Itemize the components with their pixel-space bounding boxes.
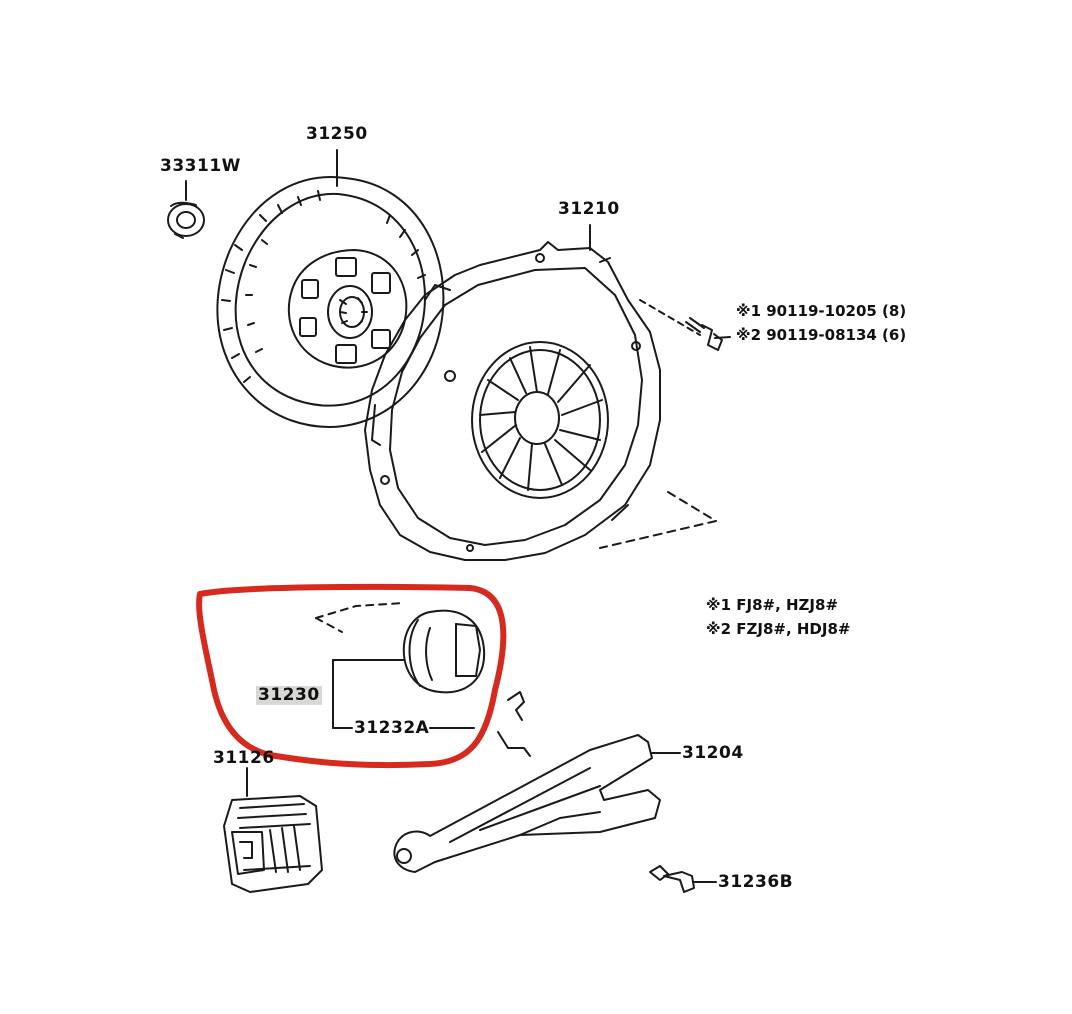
label-31236B: 31236B [718,872,794,892]
legend-note-2: ※2 FZJ8#, HDJ8# [706,620,851,638]
bolt-note-1: ※1 90119-10205 (8) [736,302,907,320]
label-33311W: 33311W [160,156,241,176]
pilot-bearing-drawing [167,180,205,239]
label-31232A: 31232A [354,718,430,738]
bolt-note-2: ※2 90119-08134 (6) [736,326,907,344]
release-fork-drawing [393,734,681,873]
cover-bolt-drawing [685,317,731,351]
clutch-cover-drawing [364,224,717,561]
label-31210: 31210 [558,199,620,219]
label-31126: 31126 [213,748,275,768]
clutch-disc-drawing [216,149,445,428]
label-31230: 31230 [256,685,322,705]
legend-note-1: ※1 FJ8#, HZJ8# [706,596,839,614]
release-bearing-drawing [315,602,531,757]
highlight-circle [196,583,507,769]
label-31250: 31250 [306,124,368,144]
label-31204: 31204 [682,743,744,763]
boot-drawing [223,767,323,893]
pivot-stud-drawing [649,865,717,893]
